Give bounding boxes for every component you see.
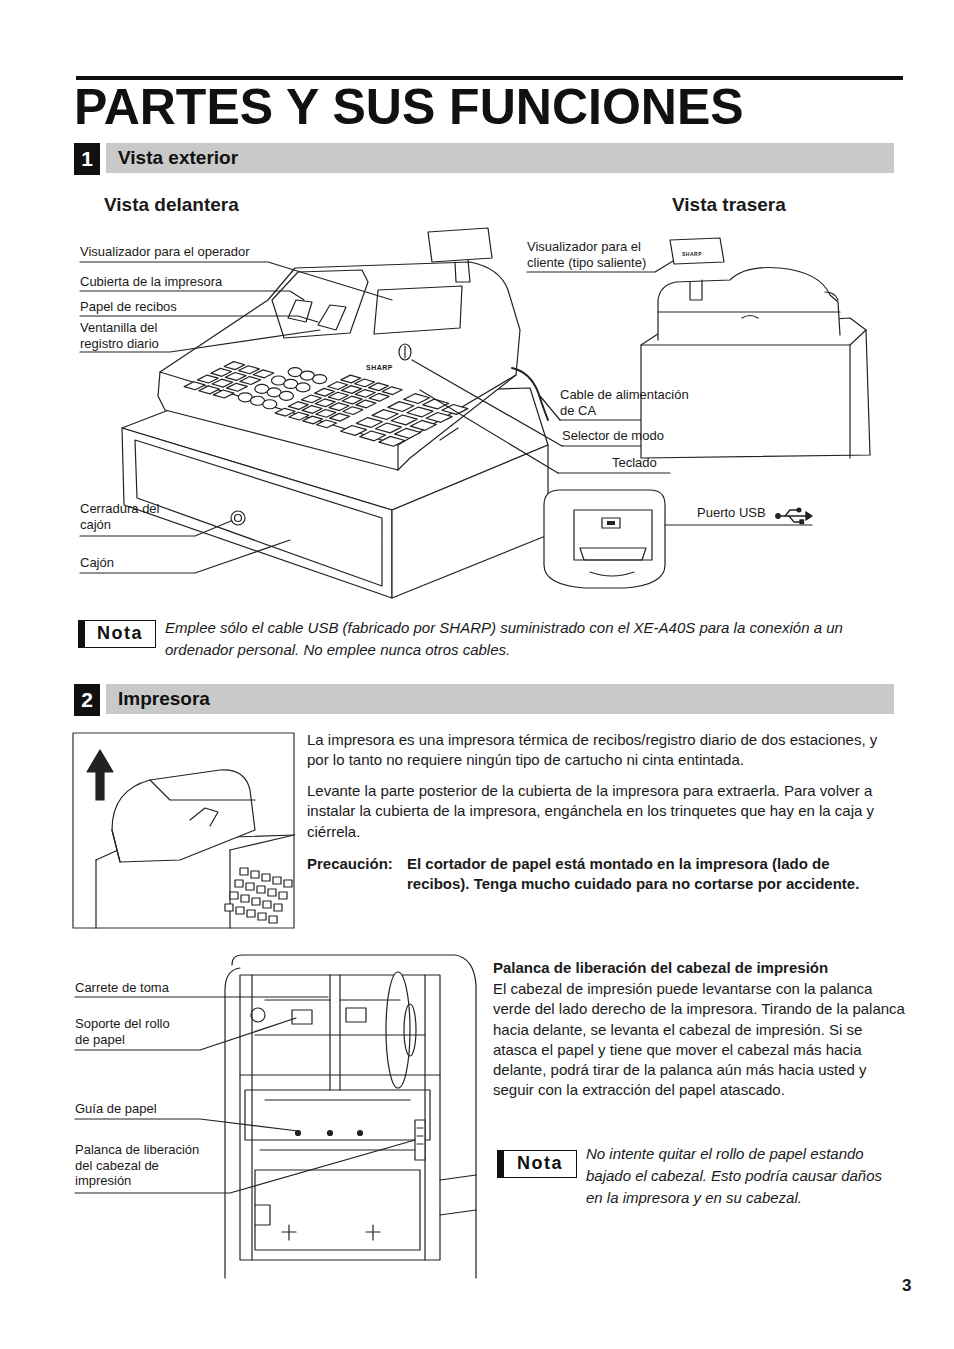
key-symbol bbox=[225, 372, 246, 380]
section-number-text: 1 bbox=[81, 146, 93, 171]
key-symbol bbox=[423, 399, 449, 409]
key-symbol bbox=[235, 880, 243, 887]
part-label: Cubierta de la impresora bbox=[80, 274, 222, 290]
key-symbol bbox=[236, 907, 244, 914]
key-symbol bbox=[356, 400, 376, 408]
part-label: Visualizador para el cliente (tipo salie… bbox=[527, 239, 667, 270]
section-number: 1 bbox=[74, 143, 100, 175]
note-text: No intente quitar el rollo de papel esta… bbox=[586, 1143, 898, 1208]
key-symbol bbox=[279, 892, 287, 899]
part-label: Soporte del rollo de papel bbox=[75, 1016, 183, 1047]
key-symbol bbox=[273, 877, 281, 884]
key-symbol bbox=[407, 407, 433, 417]
part-label: Cajón bbox=[80, 555, 114, 571]
key-symbol bbox=[410, 420, 436, 430]
key-symbol bbox=[341, 426, 367, 436]
key-symbol bbox=[279, 391, 293, 400]
key-symbol bbox=[213, 390, 234, 398]
key-symbol bbox=[198, 375, 219, 383]
key-symbol bbox=[253, 370, 274, 378]
key-symbol bbox=[199, 386, 220, 394]
paragraph-heading: Palanca de liberación del cabezal de imp… bbox=[493, 958, 828, 978]
section-number: 2 bbox=[74, 684, 100, 716]
part-label: Teclado bbox=[612, 455, 657, 471]
page-number: 3 bbox=[902, 1276, 911, 1296]
section-band: Vista exterior bbox=[106, 143, 894, 173]
key-symbol bbox=[313, 375, 327, 384]
key-symbol bbox=[343, 407, 363, 415]
key-symbol bbox=[225, 904, 233, 911]
key-symbol bbox=[356, 418, 382, 428]
subheading: Vista delantera bbox=[104, 194, 239, 217]
page-title: PARTES Y SUS FUNCIONES bbox=[74, 80, 744, 135]
key-symbol bbox=[212, 379, 233, 387]
key-symbol bbox=[274, 904, 282, 911]
part-label: Cerradura del cajón bbox=[80, 501, 164, 532]
key-symbol bbox=[296, 383, 310, 392]
key-symbol bbox=[369, 393, 389, 401]
key-symbol bbox=[263, 901, 271, 908]
section-number-text: 2 bbox=[81, 687, 93, 712]
key-symbol bbox=[330, 413, 350, 421]
caution-label: Precaución: bbox=[307, 854, 393, 874]
caution-text: El cortador de papel está montado en la … bbox=[407, 854, 887, 895]
key-symbol bbox=[252, 898, 260, 905]
part-label: Guía de papel bbox=[75, 1101, 157, 1117]
body-text: La impresora es una impresora térmica de… bbox=[307, 730, 902, 771]
part-label: Puerto USB bbox=[697, 505, 766, 521]
section-heading: Impresora bbox=[118, 688, 210, 711]
key-symbol bbox=[379, 436, 405, 446]
key-symbol bbox=[317, 420, 337, 428]
key-symbol bbox=[227, 383, 248, 391]
brand-mark: SHARP bbox=[366, 364, 393, 371]
part-label: Palanca de liberación del cabezal de imp… bbox=[75, 1142, 201, 1189]
key-symbol bbox=[395, 428, 421, 438]
part-label: Papel de recibos bbox=[80, 299, 177, 315]
key-symbol bbox=[224, 362, 245, 370]
note-label: Nota bbox=[97, 623, 143, 645]
note-badge: Nota bbox=[78, 620, 156, 648]
key-symbol bbox=[239, 366, 260, 374]
part-label: Cable de alimentación de CA bbox=[560, 387, 697, 418]
part-label: Carrete de toma bbox=[75, 980, 169, 996]
key-symbol bbox=[251, 871, 259, 878]
key-symbol bbox=[257, 886, 265, 893]
key-symbol bbox=[184, 382, 205, 390]
part-label: Ventanilla del registro diario bbox=[80, 320, 180, 351]
key-symbol bbox=[375, 423, 401, 433]
key-symbol bbox=[360, 431, 386, 441]
section-band: Impresora bbox=[106, 684, 894, 714]
section-heading: Vista exterior bbox=[118, 147, 238, 170]
key-symbol bbox=[240, 377, 261, 385]
key-symbol bbox=[211, 368, 232, 376]
body-text: Levante la parte posterior de la cubiert… bbox=[307, 781, 902, 842]
note-text: Emplee sólo el cable USB (fabricado por … bbox=[165, 617, 905, 661]
key-symbol bbox=[404, 394, 430, 404]
key-symbol bbox=[247, 910, 255, 917]
key-symbol bbox=[388, 402, 414, 412]
key-symbol bbox=[269, 916, 277, 923]
key-symbol bbox=[241, 895, 249, 902]
note-badge: Nota bbox=[497, 1150, 577, 1178]
key-symbol bbox=[262, 874, 270, 881]
note-label: Nota bbox=[517, 1153, 563, 1175]
key-symbol bbox=[268, 889, 276, 896]
key-symbol bbox=[258, 913, 266, 920]
body-text: El cabezal de impresión puede levantarse… bbox=[493, 979, 905, 1101]
part-label: Visualizador para el operador bbox=[80, 244, 250, 260]
key-symbol bbox=[382, 387, 402, 395]
brand-mark: SHARP bbox=[682, 252, 702, 257]
key-symbol bbox=[230, 892, 238, 899]
key-symbol bbox=[246, 883, 254, 890]
subheading: Vista trasera bbox=[672, 194, 786, 217]
part-label: Selector de modo bbox=[562, 428, 664, 444]
key-symbol bbox=[263, 400, 277, 409]
key-symbol bbox=[284, 880, 292, 887]
key-symbol bbox=[426, 412, 452, 422]
key-symbol bbox=[240, 868, 248, 875]
key-symbol bbox=[391, 415, 417, 425]
key-symbol bbox=[372, 410, 398, 420]
